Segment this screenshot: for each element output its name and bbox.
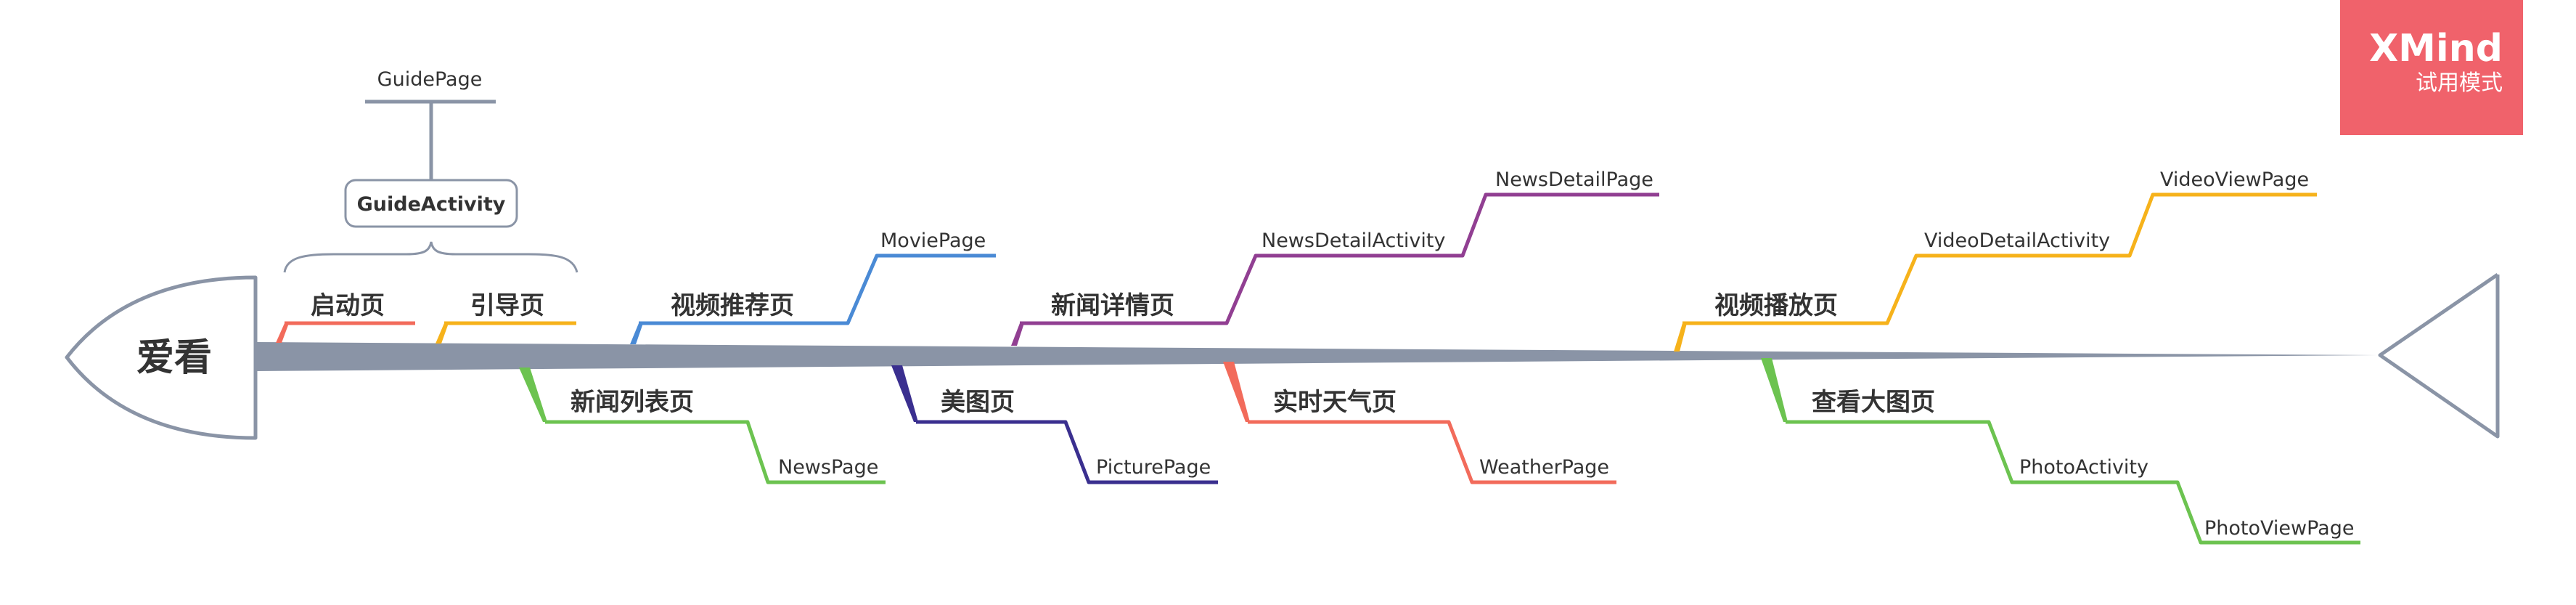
branch-view-large-image-label: 查看大图页 [1812,388,1935,417]
guide-activity-box[interactable] [344,179,518,228]
news-detail-page-label: NewsDetailPage [1495,168,1653,191]
news-page-label: NewsPage [778,456,878,479]
branch-news-list[interactable]: 新闻列表页 NewsPage [519,368,886,484]
branch-startup-label: 启动页 [311,291,385,320]
branch-news-list-label: 新闻列表页 [571,388,694,417]
photo-activity-label: PhotoActivity [2019,456,2148,479]
guide-page-label[interactable]: GuidePage [377,68,483,91]
fish-tail-shape [2378,272,2500,439]
branch-video-play[interactable]: 视频播放页 VideoDetailActivity VideoViewPage [1674,168,2317,352]
guide-activity-label: GuideActivity [357,193,506,216]
movie-page-label: MoviePage [880,230,986,252]
guide-summary-brace [283,241,578,273]
fish-spine [255,342,2377,371]
fish-head-label[interactable]: 爱看 [136,336,212,380]
branch-startup[interactable]: 启动页 [276,291,415,343]
video-detail-activity-label: VideoDetailActivity [1924,230,2110,252]
watermark-brand: XMind [2369,27,2503,70]
branch-pictures-label: 美图页 [941,388,1015,417]
branch-view-large-image[interactable]: 查看大图页 PhotoActivity PhotoViewPage [1761,358,2360,545]
watermark-mode: 试用模式 [2416,70,2503,96]
weather-page-label: WeatherPage [1479,456,1609,479]
branch-video-recommend[interactable]: 视频推荐页 MoviePage [630,230,996,344]
photo-view-page-label: PhotoViewPage [2204,517,2354,540]
video-view-page-label: VideoViewPage [2160,168,2309,191]
branch-pictures[interactable]: 美图页 PicturePage [891,365,1218,484]
branch-weather-label: 实时天气页 [1273,388,1397,417]
news-detail-activity-label: NewsDetailActivity [1262,230,1445,252]
xmind-trial-watermark: XMind 试用模式 [2340,0,2523,135]
branch-weather[interactable]: 实时天气页 WeatherPage [1223,362,1616,484]
branch-video-recommend-label: 视频推荐页 [671,291,794,320]
branch-news-detail[interactable]: 新闻详情页 NewsDetailActivity NewsDetailPage [1011,168,1659,346]
picture-page-label: PicturePage [1096,456,1211,479]
branch-news-detail-label: 新闻详情页 [1051,291,1174,320]
branch-guide-label: 引导页 [470,291,544,320]
fish-head-shape [65,275,258,440]
branch-guide[interactable]: 引导页 [436,291,576,344]
branch-video-play-label: 视频播放页 [1714,291,1838,320]
